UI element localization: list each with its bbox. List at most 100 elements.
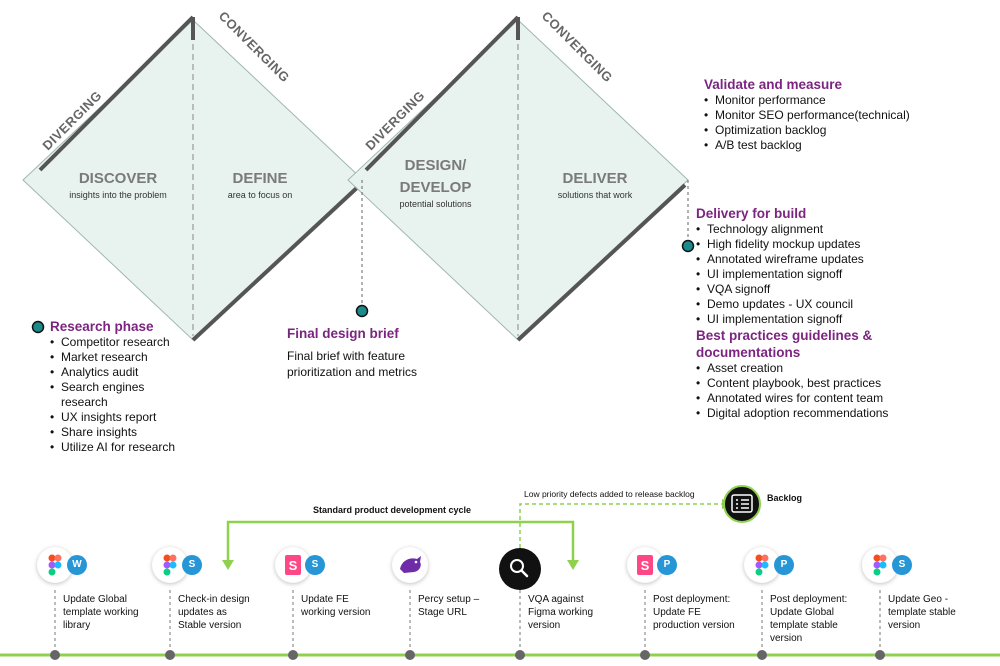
diamond1-left-edge bbox=[38, 15, 195, 172]
list-item: Digital adoption recommendations bbox=[696, 406, 986, 421]
list-item: Competitor research bbox=[50, 335, 250, 350]
step-label-line: version bbox=[528, 620, 561, 631]
list-item: Utilize AI for research bbox=[50, 440, 250, 455]
list-item: UX insights report bbox=[50, 410, 250, 425]
phase-title: DISCOVER bbox=[78, 170, 158, 187]
backlog-label: Backlog bbox=[767, 493, 803, 503]
research-title: Research phase bbox=[50, 319, 154, 334]
svg-text:S: S bbox=[289, 558, 298, 573]
search-icon[interactable] bbox=[499, 548, 541, 590]
diamond2-bottom-edge bbox=[516, 183, 687, 342]
list-item: Asset creation bbox=[696, 361, 986, 376]
step-label-line: version bbox=[888, 620, 921, 631]
step-label-line: template working bbox=[63, 607, 139, 618]
list-item-continued: research bbox=[61, 395, 108, 409]
list-item: Share insights bbox=[50, 425, 250, 440]
timeline-dot bbox=[165, 650, 175, 660]
best-title-2: documentations bbox=[696, 345, 801, 360]
step-label-line: version bbox=[770, 633, 803, 644]
list-item: A/B test backlog bbox=[704, 138, 984, 153]
list-item: Content playbook, best practices bbox=[696, 376, 986, 391]
phase-subtitle: area to focus on bbox=[227, 190, 293, 200]
list-icon bbox=[731, 494, 753, 513]
diamond2-left-edge bbox=[364, 15, 520, 172]
validate-title: Validate and measure bbox=[704, 77, 843, 92]
phase-discover: DISCOVER insights into the problem bbox=[48, 168, 188, 200]
list-item: High fidelity mockup updates bbox=[696, 237, 986, 252]
cycle-label: Standard product development cycle bbox=[313, 505, 472, 515]
list-item: Monitor SEO performance(technical) bbox=[704, 108, 984, 123]
storybook-icon[interactable]: S bbox=[627, 547, 663, 583]
figma-icon[interactable] bbox=[862, 547, 898, 583]
step-label: Post deployment: Update Global template st… bbox=[770, 593, 880, 645]
phase-title: DEFINE bbox=[232, 170, 288, 187]
phase-subtitle: solutions that work bbox=[557, 190, 633, 200]
list-item: Monitor performance bbox=[704, 93, 984, 108]
step-label-line: Post deployment: bbox=[770, 594, 848, 605]
validate-list: Monitor performance Monitor SEO performa… bbox=[704, 93, 984, 153]
step-label-line: template stable bbox=[888, 607, 956, 618]
timeline-dot bbox=[50, 650, 60, 660]
status-badge: S bbox=[182, 555, 202, 575]
status-badge: S bbox=[305, 555, 325, 575]
phase-design-develop: DESIGN/ DEVELOP potential solutions bbox=[378, 155, 493, 209]
cycle-arrow-left bbox=[222, 560, 234, 570]
step-label-line: Update Global bbox=[63, 594, 127, 605]
delivery-section: Delivery for build Technology alignment … bbox=[696, 205, 986, 421]
list-item: Market research bbox=[50, 350, 250, 365]
step-label: Update Geo - template stable version bbox=[888, 593, 998, 632]
svg-text:S: S bbox=[641, 558, 650, 573]
phase-title: DESIGN/ bbox=[404, 157, 467, 174]
timeline-dot bbox=[875, 650, 885, 660]
brief-section: Final design brief Final brief with feat… bbox=[287, 325, 507, 380]
status-badge: W bbox=[67, 555, 87, 575]
list-item: Demo updates - UX council bbox=[696, 297, 986, 312]
list-item: Analytics audit bbox=[50, 365, 250, 380]
cycle-bracket bbox=[226, 520, 575, 564]
step-label-line: Percy setup – bbox=[418, 594, 480, 605]
step-label-line: library bbox=[63, 620, 91, 631]
timeline-dot bbox=[515, 650, 525, 660]
timeline-dot bbox=[405, 650, 415, 660]
phase-define: DEFINE area to focus on bbox=[205, 168, 315, 200]
research-section: Research phase Competitor research Marke… bbox=[50, 318, 250, 455]
timeline-dot bbox=[288, 650, 298, 660]
list-item: Annotated wireframe updates bbox=[696, 252, 986, 267]
step-label-line: Update FE bbox=[653, 607, 701, 618]
list-item: Technology alignment bbox=[696, 222, 986, 237]
step-label: Update Global template working library bbox=[63, 593, 173, 632]
step-label-line: Update Geo - bbox=[888, 594, 949, 605]
validate-section: Validate and measure Monitor performance… bbox=[704, 76, 984, 153]
figma-icon[interactable] bbox=[37, 547, 73, 583]
best-title-1: Best practices guidelines & bbox=[696, 328, 873, 343]
phase-title: DELIVER bbox=[562, 170, 628, 187]
list-item: UI implementation signoff bbox=[696, 267, 986, 282]
timeline-dot bbox=[640, 650, 650, 660]
research-list: Competitor research Market research Anal… bbox=[50, 335, 250, 455]
phase-subtitle: insights into the problem bbox=[69, 190, 167, 200]
step-label-line: VQA against bbox=[528, 594, 584, 605]
step-label-line: Figma working bbox=[528, 607, 594, 618]
phase-deliver: DELIVER solutions that work bbox=[535, 168, 655, 200]
phase-title-line2: DEVELOP bbox=[399, 179, 472, 196]
step-label-line: Update Global bbox=[770, 607, 834, 618]
status-badge: P bbox=[657, 555, 677, 575]
best-list: Asset creation Content playbook, best pr… bbox=[696, 361, 986, 421]
step-label-line: template stable bbox=[770, 620, 838, 631]
list-item: UI implementation signoff bbox=[696, 312, 986, 327]
figma-icon[interactable] bbox=[152, 547, 188, 583]
step-label: Percy setup –Stage URL bbox=[418, 593, 528, 619]
timeline-dot bbox=[757, 650, 767, 660]
defects-path bbox=[519, 503, 722, 548]
step-label-line: updates as bbox=[178, 607, 227, 618]
list-item: Optimization backlog bbox=[704, 123, 984, 138]
percy-icon[interactable] bbox=[392, 547, 428, 583]
storybook-icon[interactable]: S bbox=[275, 547, 311, 583]
research-dot bbox=[31, 320, 45, 334]
step-label-line: Post deployment: bbox=[653, 594, 731, 605]
brief-title: Final design brief bbox=[287, 326, 399, 341]
